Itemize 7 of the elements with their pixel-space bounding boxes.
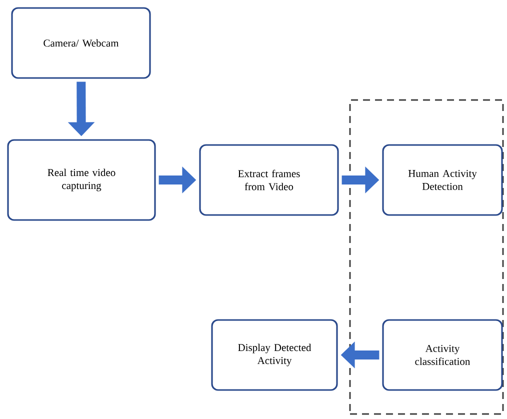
process-box: Real time video capturing xyxy=(7,139,156,221)
dashed-group-box xyxy=(349,99,504,415)
process-box: Camera/ Webcam xyxy=(11,7,151,79)
process-box: Extract frames from Video xyxy=(199,144,339,216)
process-box: Activity classification xyxy=(382,319,503,391)
process-box: Display Detected Activity xyxy=(211,319,338,391)
process-box: Human Activity Detection xyxy=(382,144,503,216)
